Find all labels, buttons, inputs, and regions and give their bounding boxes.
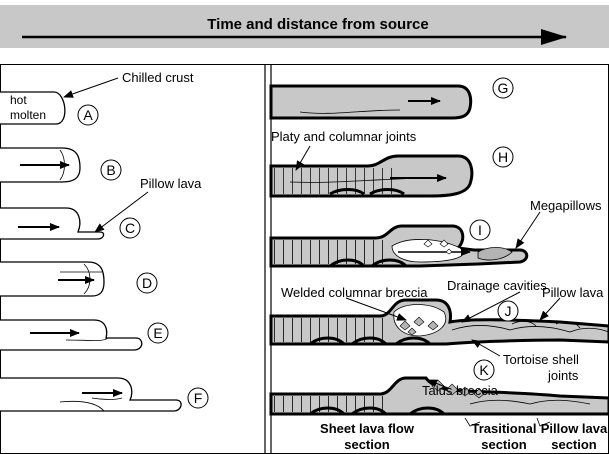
section-pillow-label-1: Pillow lava <box>541 421 608 436</box>
talus-breccia-pointer <box>427 379 449 389</box>
stage-d: D <box>142 275 152 291</box>
lobe-a <box>0 91 66 125</box>
stage-e: E <box>153 325 162 341</box>
section-sheet-label-2: section <box>344 437 390 452</box>
lobe-f <box>0 377 182 412</box>
pillow-lava-label-left: Pillow lava <box>140 176 202 191</box>
tortoise-joints-label-1: Tortoise shell <box>503 352 579 367</box>
left-panel: hot molten Chilled crust Pillow lava <box>0 70 202 412</box>
drainage-cavities-label: Drainage cavities <box>447 278 547 293</box>
section-labels: Sheet lava flow section Trasitional sect… <box>320 417 608 452</box>
hot-label: hot <box>10 93 27 107</box>
chilled-crust-pointer <box>63 77 119 98</box>
stage-j: J <box>505 303 512 319</box>
flow-g <box>269 84 473 120</box>
chilled-crust-label: Chilled crust <box>122 70 194 85</box>
tortoise-joints-label-2: joints <box>547 368 579 383</box>
megapillows-label: Megapillows <box>530 198 602 213</box>
lobe-d <box>0 261 105 297</box>
pillow-lava-label-right: Pillow lava <box>542 285 604 300</box>
megapillows-pointer <box>515 211 541 249</box>
pillow-lava-pointer-left <box>94 191 149 233</box>
pillow-lava-pointer-right <box>539 297 561 321</box>
section-transitional-label-2: section <box>481 437 527 452</box>
time-distance-banner: Time and distance from source <box>0 5 609 48</box>
platy-joints-label: Platy and columnar joints <box>271 129 417 144</box>
section-pillow-label-2: section <box>551 437 597 452</box>
banner-title: Time and distance from source <box>207 16 428 33</box>
platy-joints-pointer <box>295 145 311 171</box>
welded-breccia-label: Welded columnar breccia <box>281 285 428 300</box>
welded-breccia-pointer <box>345 297 407 321</box>
talus-breccia-label: Talus breccia <box>422 383 499 398</box>
section-transitional-label-1: Trasitional <box>471 421 536 436</box>
right-panel: G Platy and columnar joints H Megapillow… <box>269 77 609 416</box>
section-sheet-label-1: Sheet lava flow <box>320 421 415 436</box>
stage-k: K <box>479 362 489 378</box>
stage-h: H <box>498 149 508 165</box>
left-stage-labels: A B C D E F <box>77 104 209 409</box>
stage-c: C <box>125 220 135 236</box>
molten-label: molten <box>10 108 46 122</box>
stage-b: B <box>106 162 115 178</box>
lobe-c <box>0 207 105 240</box>
stage-i: I <box>478 222 482 238</box>
tortoise-joints-pointer <box>471 339 501 357</box>
lobe-e <box>0 319 143 351</box>
stage-f: F <box>194 390 203 406</box>
stage-a: A <box>83 107 93 123</box>
stage-g: G <box>498 80 509 96</box>
drainage-cavities-pointer <box>461 291 521 323</box>
